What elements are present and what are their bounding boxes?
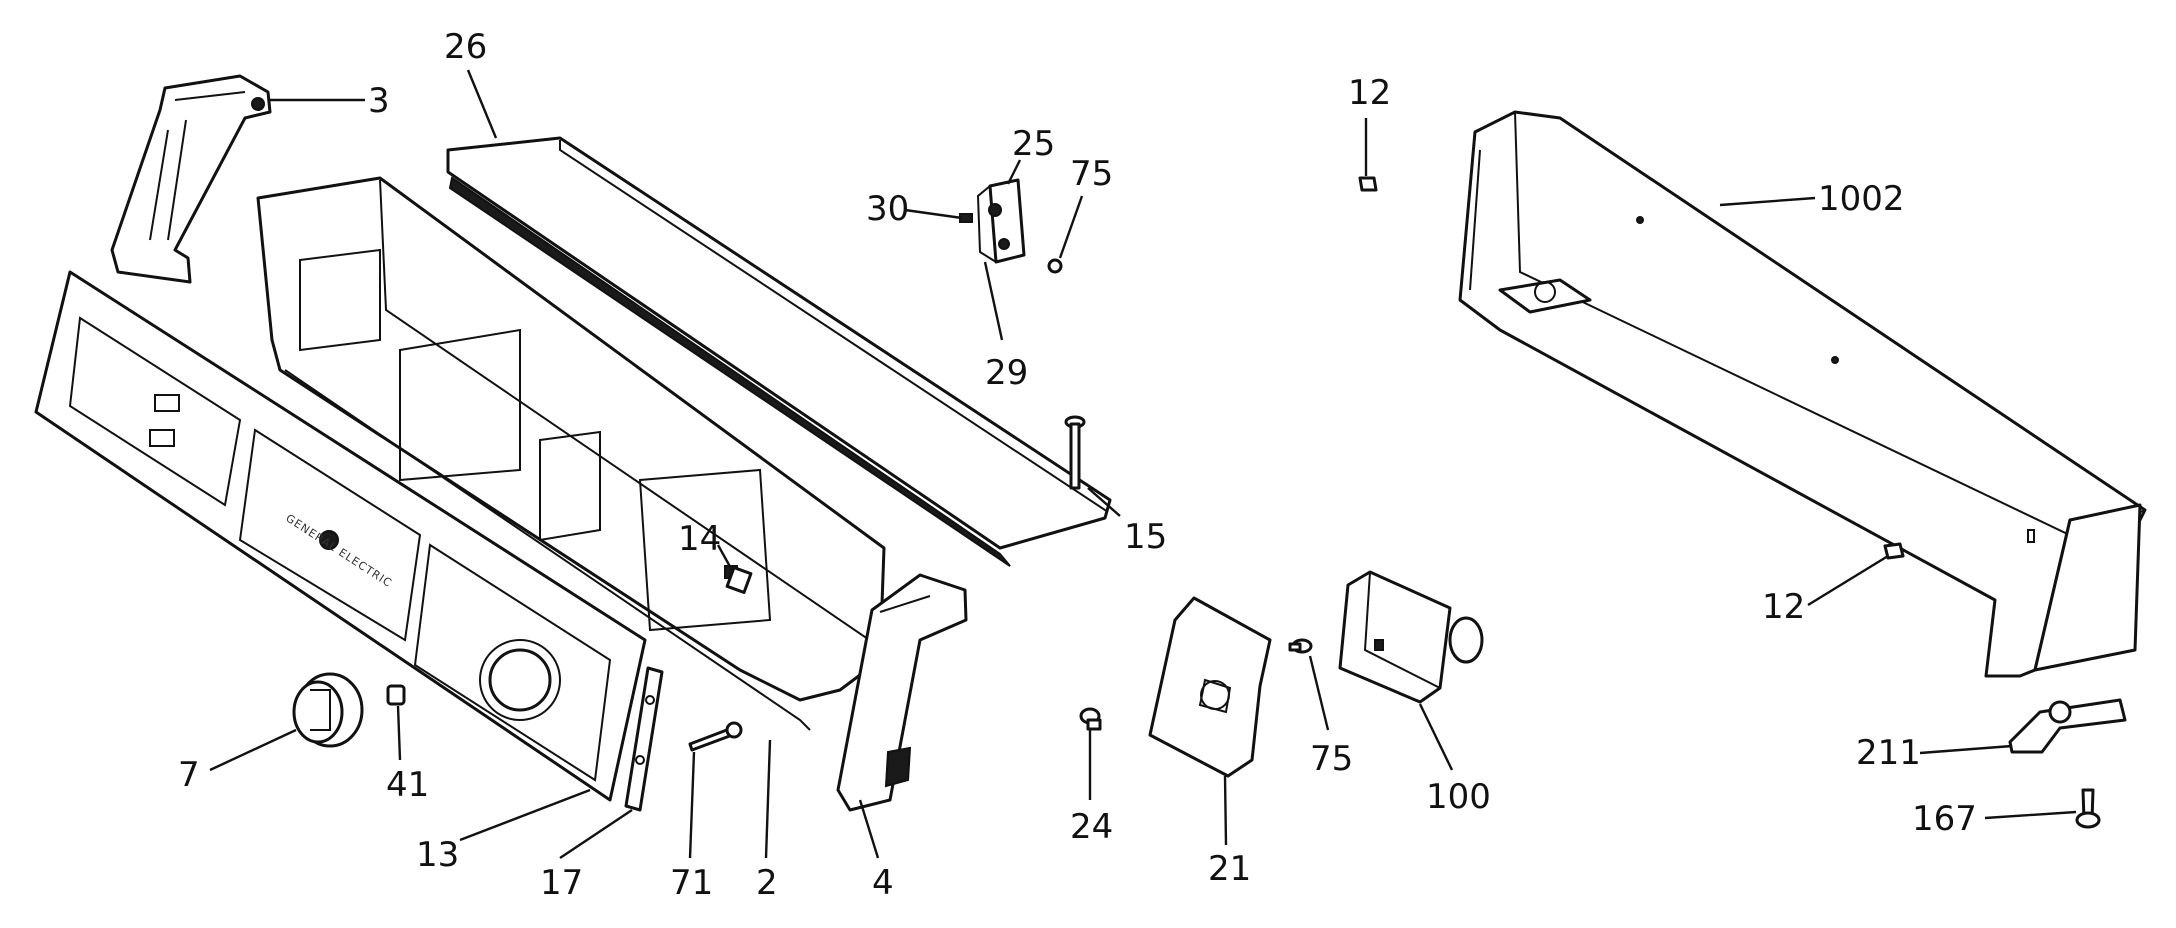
callout-29: 29 (985, 353, 1028, 393)
part-4-right-end-cap (836, 573, 968, 812)
part-3-left-end-cap (110, 74, 272, 284)
callout-2: 2 (756, 863, 778, 903)
callout-12-upper: 12 (1348, 73, 1391, 113)
callout-15: 15 (1124, 517, 1167, 557)
callout-41: 41 (386, 765, 429, 805)
part-41-insert (386, 684, 406, 706)
part-7-knob (292, 672, 364, 748)
part-13-control-panel: GENERAL ELECTRIC (34, 270, 647, 802)
callout-17: 17 (540, 863, 583, 903)
part-12-clip-upper (1358, 176, 1378, 192)
part-26-top-cover (446, 136, 1112, 567)
part-100-timer (1338, 570, 1484, 704)
callout-211: 211 (1856, 733, 1921, 773)
callout-71: 71 (670, 863, 713, 903)
callout-30: 30 (866, 189, 909, 229)
callout-75-lower: 75 (1310, 739, 1353, 779)
callout-7: 7 (178, 755, 200, 795)
part-24-screw (1079, 707, 1102, 731)
part-17-bracket-strip (624, 666, 664, 812)
leader-lines (209, 69, 2077, 859)
callout-75-upper: 75 (1070, 154, 1113, 194)
callout-12-lower: 12 (1762, 587, 1805, 627)
part-167-screw (2075, 788, 2101, 829)
part-211-bracket (2008, 698, 2127, 754)
callout-167: 167 (1912, 799, 1977, 839)
callout-100: 100 (1426, 777, 1491, 817)
callout-13: 13 (416, 835, 459, 875)
callout-4: 4 (872, 863, 894, 903)
callout-labels: 3 26 25 75 30 29 12 1002 15 14 12 7 41 1… (178, 27, 1977, 903)
part-25-switch-assembly (959, 178, 1026, 264)
part-71-screw (688, 721, 743, 752)
callout-1002: 1002 (1818, 179, 1905, 219)
part-21-mounting-plate (1148, 596, 1272, 778)
callout-14: 14 (678, 519, 721, 559)
callout-24: 24 (1070, 807, 1113, 847)
part-2-main-frame (256, 176, 886, 731)
callout-26: 26 (444, 27, 487, 67)
callout-21: 21 (1208, 849, 1251, 889)
part-12-clip-lower (1883, 542, 1905, 560)
part-15-long-screw (1064, 415, 1086, 490)
callout-3: 3 (368, 81, 390, 121)
part-75-screw-upper (1047, 258, 1063, 274)
callout-25: 25 (1012, 124, 1055, 164)
part-1002-rear-housing (1458, 110, 2147, 678)
part-14-clip (725, 566, 753, 594)
part-75-screw-lower (1288, 638, 1313, 654)
